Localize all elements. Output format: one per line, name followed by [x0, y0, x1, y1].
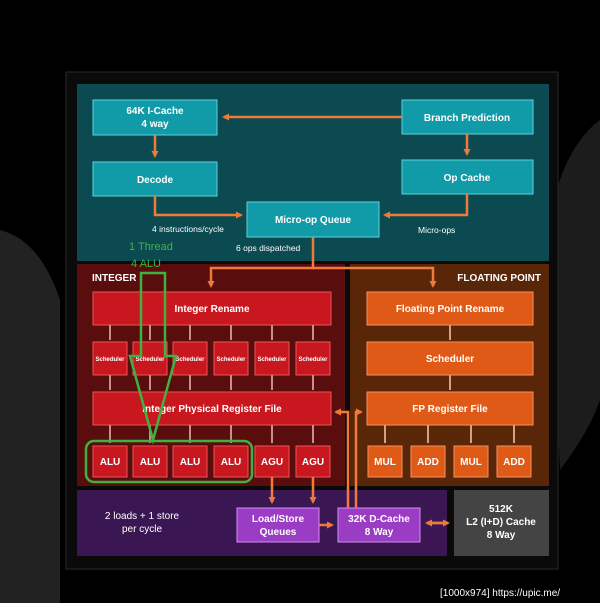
branch-prediction-label: Branch Prediction [424, 113, 510, 124]
integer-units: ALU ALU ALU ALU AGU AGU [92, 445, 331, 478]
lsq-label-1: Load/Store [252, 514, 305, 525]
dcache-box [337, 507, 421, 543]
fp-regfile-label: FP Register File [412, 404, 488, 415]
alu-label: ALU [140, 457, 161, 468]
fp-scheduler-box [366, 341, 534, 376]
agu-box [254, 445, 290, 478]
fp-unit-label: ADD [503, 457, 525, 468]
arrow-queue-to-fp-rename [313, 266, 437, 288]
int-scheduler-2 [132, 341, 168, 376]
fp-unit-box [367, 445, 403, 478]
int-scheduler-label: Scheduler [135, 357, 165, 363]
int-scheduler-label: Scheduler [216, 357, 246, 363]
int-scheduler-5 [254, 341, 290, 376]
l2-section [454, 490, 549, 556]
int-scheduler-label: Scheduler [95, 357, 125, 363]
fp-title: FLOATING POINT [457, 273, 541, 284]
fp-units: MUL ADD MUL ADD [367, 445, 532, 478]
fp-connectors [384, 325, 515, 443]
loads-stores-line-2: per cycle [122, 524, 162, 535]
integer-regfile-box [92, 391, 332, 426]
annotation-alu-group [84, 439, 254, 484]
fp-unit-label: ADD [417, 457, 439, 468]
arrow-dcache-to-int-regfile [334, 408, 350, 508]
annotation-arrow [128, 271, 178, 445]
lsq-box [236, 507, 320, 543]
int-scheduler-label: Scheduler [175, 357, 205, 363]
integer-rename-label: Integer Rename [174, 304, 249, 315]
int-scheduler-3 [172, 341, 208, 376]
l2-label-2: L2 (I+D) Cache [466, 517, 536, 528]
l2-label-3: 8 Way [487, 530, 516, 541]
background-shape [548, 120, 600, 470]
opcache-label: Op Cache [444, 173, 491, 184]
six-ops-label: 6 ops dispatched [236, 243, 301, 253]
fp-unit-label: MUL [374, 457, 396, 468]
arrow-queue-to-int-rename [207, 237, 315, 288]
four-instructions-label: 4 instructions/cycle [152, 224, 224, 234]
loads-stores-line-1: 2 loads + 1 store [105, 511, 180, 522]
fp-unit-label: MUL [460, 457, 482, 468]
icache-box [92, 99, 218, 136]
watermark-text: [1000x974] https://upic.me/ [440, 588, 560, 599]
arrow-dcache-to-fp-regfile [354, 408, 363, 508]
fp-unit-box [410, 445, 446, 478]
lsq-label-2: Queues [260, 527, 297, 538]
alu-label: ALU [100, 457, 121, 468]
agu-label: AGU [302, 457, 324, 468]
integer-regfile-label: Integer Physical Register File [142, 404, 282, 415]
dcache-label-2: 8 Way [365, 527, 394, 538]
fp-regfile-box [366, 391, 534, 426]
dcache-label-1: 32K D-Cache [348, 514, 410, 525]
background-shape [0, 230, 60, 603]
fp-rename-label: Floating Point Rename [396, 304, 505, 315]
alu-label: ALU [180, 457, 201, 468]
alu-box [172, 445, 208, 478]
int-scheduler-1 [92, 341, 128, 376]
arrow-opcache-to-queue [383, 194, 469, 219]
integer-title: INTEGER [92, 273, 137, 284]
annotation-alu: 4 ALU [131, 258, 161, 270]
microop-queue-box [246, 201, 380, 238]
l2-label-1: 512K [489, 504, 514, 515]
annotation-thread: 1 Thread [129, 241, 173, 253]
agu-box [295, 445, 331, 478]
microops-label: Micro-ops [418, 225, 455, 235]
int-scheduler-label: Scheduler [298, 357, 328, 363]
decode-box [92, 161, 218, 197]
icache-label-1: 64K I-Cache [126, 106, 184, 117]
fp-unit-box [496, 445, 532, 478]
arrow-decode-to-queue [153, 196, 243, 219]
int-scheduler-6 [295, 341, 331, 376]
icache-label-2: 4 way [141, 119, 169, 130]
alu-label: ALU [221, 457, 242, 468]
branch-prediction-box [401, 99, 534, 135]
alu-box [132, 445, 168, 478]
alu-box [92, 445, 128, 478]
fp-rename-box [366, 291, 534, 326]
alu-box [213, 445, 249, 478]
decode-label: Decode [137, 175, 174, 186]
microop-queue-label: Micro-op Queue [275, 215, 352, 226]
agu-label: AGU [261, 457, 283, 468]
integer-rename-box [92, 291, 332, 326]
integer-schedulers: Scheduler Scheduler Scheduler Scheduler … [92, 341, 331, 376]
fp-scheduler-label: Scheduler [426, 354, 474, 365]
opcache-box [401, 159, 534, 195]
int-scheduler-label: Scheduler [257, 357, 287, 363]
fp-unit-box [453, 445, 489, 478]
